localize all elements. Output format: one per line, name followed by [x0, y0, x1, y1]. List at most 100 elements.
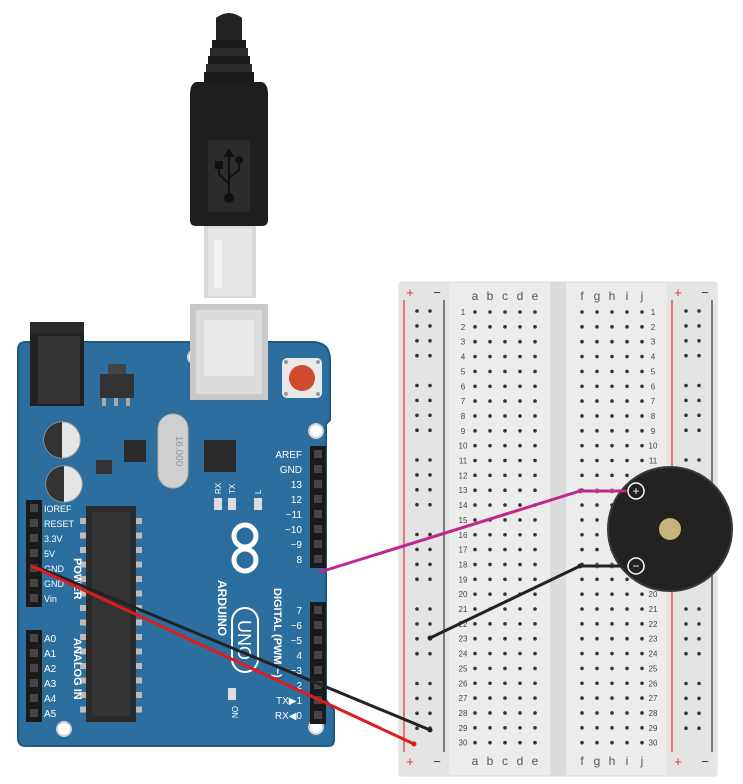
breadboard-hole[interactable] — [610, 414, 614, 418]
breadboard-hole[interactable] — [488, 458, 492, 463]
breadboard-hole[interactable] — [610, 577, 614, 582]
breadboard-hole[interactable] — [488, 562, 492, 567]
breadboard-hole[interactable] — [580, 414, 584, 418]
breadboard-hole[interactable] — [488, 651, 492, 656]
breadboard-hole[interactable] — [473, 399, 477, 403]
rail-hole[interactable] — [428, 622, 432, 626]
breadboard-hole[interactable] — [640, 339, 644, 344]
rail-hole[interactable] — [415, 339, 419, 343]
breadboard-hole[interactable] — [503, 518, 507, 522]
rail-hole[interactable] — [684, 324, 688, 328]
rail-hole[interactable] — [684, 458, 688, 462]
rail-hole[interactable] — [684, 413, 688, 418]
header-pin[interactable] — [30, 679, 38, 687]
breadboard-hole[interactable] — [503, 622, 507, 626]
breadboard-hole[interactable] — [533, 369, 537, 374]
rail-hole[interactable] — [428, 651, 432, 656]
breadboard-hole[interactable] — [518, 384, 522, 389]
header-pin[interactable] — [30, 579, 38, 587]
breadboard-hole[interactable] — [533, 429, 537, 433]
breadboard-hole[interactable] — [473, 666, 477, 671]
breadboard-hole[interactable] — [640, 443, 644, 448]
breadboard-hole[interactable] — [533, 607, 537, 611]
breadboard-hole[interactable] — [625, 443, 629, 448]
rail-hole[interactable] — [415, 577, 419, 581]
breadboard-hole[interactable] — [580, 666, 584, 671]
breadboard-hole[interactable] — [533, 636, 537, 641]
rail-hole[interactable] — [697, 696, 701, 701]
rail-hole[interactable] — [428, 413, 432, 418]
rail-hole[interactable] — [415, 726, 419, 730]
breadboard-hole[interactable] — [533, 414, 537, 418]
breadboard-hole[interactable] — [625, 310, 629, 314]
breadboard-hole[interactable] — [640, 354, 644, 359]
breadboard-hole[interactable] — [595, 651, 599, 656]
rail-hole[interactable] — [684, 622, 688, 626]
breadboard-hole[interactable] — [625, 681, 629, 686]
rail-hole[interactable] — [428, 398, 432, 403]
breadboard-hole[interactable] — [533, 577, 537, 582]
breadboard-hole[interactable] — [610, 369, 614, 374]
breadboard-hole[interactable] — [518, 726, 522, 730]
breadboard-hole[interactable] — [503, 711, 507, 715]
rail-hole[interactable] — [697, 413, 701, 418]
breadboard-hole[interactable] — [503, 488, 507, 493]
breadboard-hole[interactable] — [625, 369, 629, 374]
breadboard-hole[interactable] — [595, 518, 599, 522]
breadboard-hole[interactable] — [533, 711, 537, 715]
rail-hole[interactable] — [697, 651, 701, 656]
breadboard-hole[interactable] — [473, 696, 477, 700]
breadboard-hole[interactable] — [533, 354, 537, 359]
breadboard-hole[interactable] — [625, 592, 629, 596]
breadboard-hole[interactable] — [488, 354, 492, 359]
breadboard-hole[interactable] — [488, 622, 492, 626]
breadboard-hole[interactable] — [610, 384, 614, 389]
breadboard-hole[interactable] — [518, 577, 522, 582]
breadboard-hole[interactable] — [625, 339, 629, 344]
rail-hole[interactable] — [415, 353, 419, 358]
header-pin[interactable] — [30, 549, 38, 557]
breadboard-hole[interactable] — [503, 399, 507, 403]
breadboard-hole[interactable] — [503, 740, 507, 745]
breadboard-hole[interactable] — [473, 532, 477, 537]
breadboard-hole[interactable] — [488, 666, 492, 671]
breadboard-hole[interactable] — [533, 310, 537, 314]
rail-hole[interactable] — [697, 637, 701, 641]
wire-ground-arduino[interactable] — [30, 563, 432, 732]
rail-hole[interactable] — [428, 532, 432, 537]
breadboard-hole[interactable] — [580, 592, 584, 596]
breadboard-hole[interactable] — [595, 429, 599, 433]
rail-hole[interactable] — [415, 324, 419, 328]
rail-hole[interactable] — [415, 622, 419, 626]
breadboard-hole[interactable] — [595, 740, 599, 745]
breadboard-hole[interactable] — [473, 607, 477, 611]
rail-hole[interactable] — [415, 547, 419, 552]
breadboard-hole[interactable] — [640, 310, 644, 314]
rail-hole[interactable] — [697, 309, 701, 313]
header-pin[interactable] — [30, 504, 38, 512]
breadboard-hole[interactable] — [580, 339, 584, 344]
header-pin[interactable] — [314, 711, 322, 719]
breadboard-hole[interactable] — [473, 503, 477, 507]
breadboard-hole[interactable] — [580, 547, 584, 552]
breadboard-hole[interactable] — [610, 399, 614, 403]
breadboard-hole[interactable] — [640, 369, 644, 374]
breadboard-hole[interactable] — [518, 443, 522, 448]
breadboard-hole[interactable] — [518, 503, 522, 507]
rail-hole[interactable] — [428, 547, 432, 552]
breadboard-hole[interactable] — [625, 458, 629, 463]
breadboard-hole[interactable] — [488, 696, 492, 700]
breadboard-hole[interactable] — [640, 726, 644, 730]
breadboard-hole[interactable] — [533, 532, 537, 537]
header-pin[interactable] — [314, 525, 322, 533]
breadboard-hole[interactable] — [640, 666, 644, 671]
breadboard-hole[interactable] — [533, 622, 537, 626]
breadboard-hole[interactable] — [488, 577, 492, 582]
breadboard-hole[interactable] — [503, 651, 507, 656]
breadboard-hole[interactable] — [580, 726, 584, 730]
header-pin[interactable] — [314, 636, 322, 644]
breadboard-hole[interactable] — [518, 651, 522, 656]
breadboard-hole[interactable] — [518, 488, 522, 493]
breadboard-hole[interactable] — [488, 636, 492, 641]
breadboard-hole[interactable] — [640, 651, 644, 656]
